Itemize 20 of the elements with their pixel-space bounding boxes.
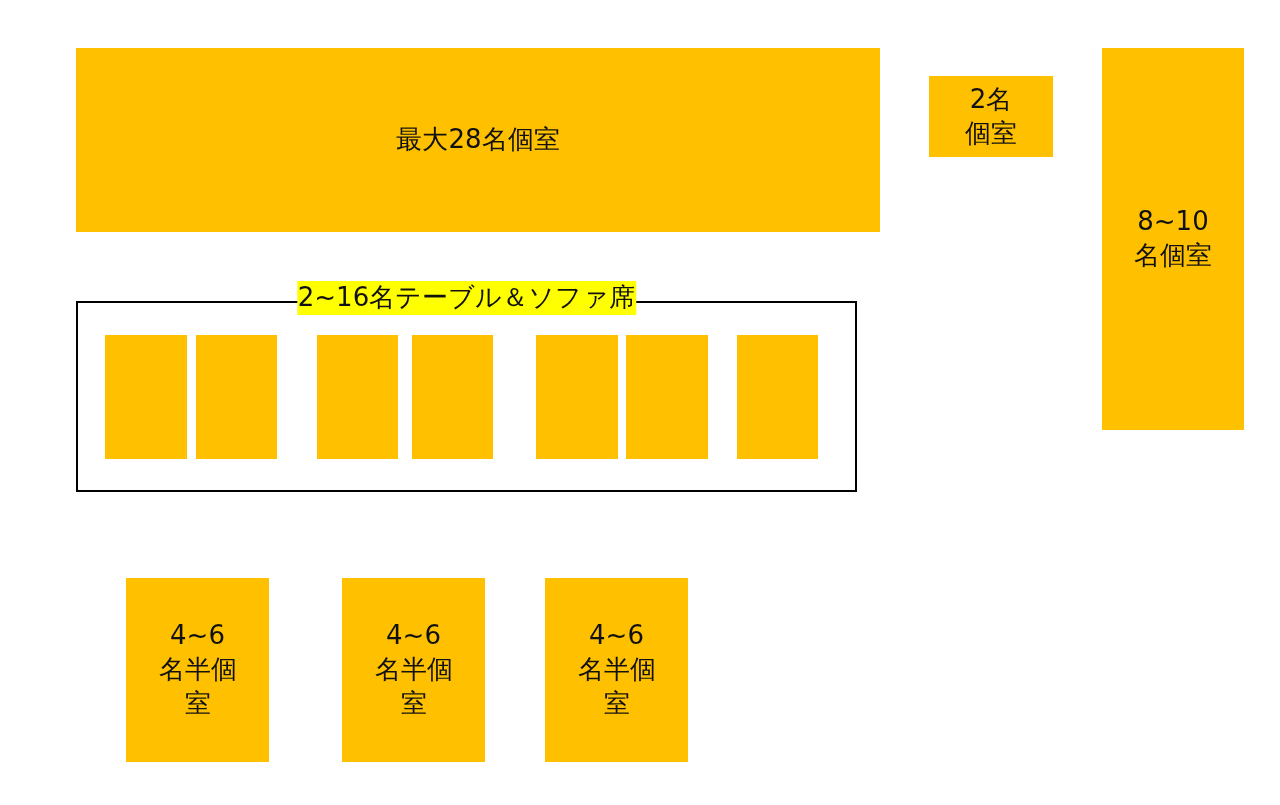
room-label: 4~6名半個室 <box>576 619 657 720</box>
room-label: 4~6名半個室 <box>157 619 238 720</box>
room-label: 8~10名個室 <box>1133 205 1213 272</box>
room-block <box>76 48 880 232</box>
table-block <box>317 335 398 459</box>
room-block <box>342 578 485 762</box>
room-label: 4~6名半個室 <box>373 619 454 720</box>
room-block <box>1102 48 1244 430</box>
room-block <box>929 76 1053 157</box>
table-block <box>737 335 818 459</box>
room-label: 最大28名個室 <box>396 123 560 157</box>
table-block <box>196 335 277 459</box>
area-heading: 2~16名テーブル＆ソファ席 <box>296 281 637 315</box>
table-block <box>412 335 493 459</box>
room-block <box>126 578 269 762</box>
table-block <box>536 335 618 459</box>
room-label: 2名個室 <box>964 82 1018 150</box>
table-block <box>105 335 187 459</box>
table-block <box>626 335 708 459</box>
room-block <box>545 578 688 762</box>
